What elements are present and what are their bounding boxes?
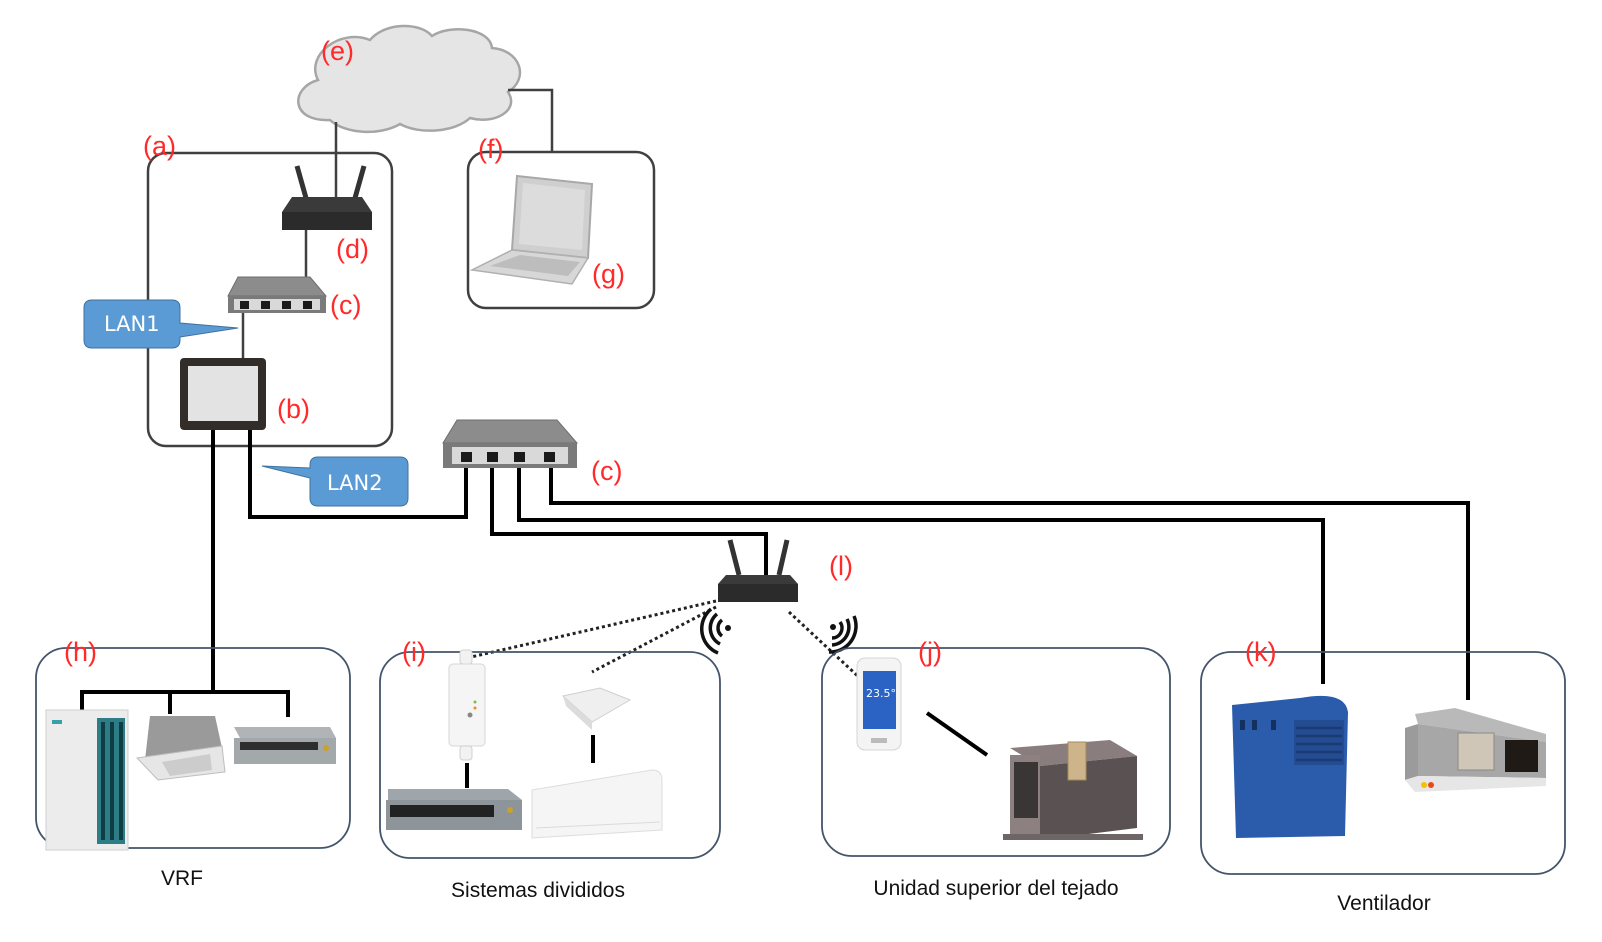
lan2-label: LAN2 — [327, 471, 383, 495]
label-f: (f) — [478, 134, 503, 164]
switch-icon — [227, 276, 328, 313]
ducted-split-unit-icon — [386, 789, 522, 830]
group-i-border — [379, 651, 721, 859]
wire-thermostat-rooftop — [925, 711, 989, 757]
cassette-unit-icon — [135, 716, 226, 781]
label-h: (h) — [64, 637, 97, 667]
interface-module-icon — [561, 687, 632, 730]
caption-split: Sistemas divididos — [451, 879, 625, 902]
lan1-label: LAN1 — [104, 312, 160, 336]
laptop-icon — [469, 174, 594, 285]
wall-split-unit-icon — [531, 769, 663, 839]
caption-rooftop: Unidad superior del tejado — [873, 877, 1118, 900]
label-i: (i) — [402, 637, 426, 667]
thermostat-icon: 23.5° — [856, 657, 902, 751]
label-c-inner: (c) — [330, 290, 361, 320]
wire-switch-ventilator-1 — [517, 468, 1325, 684]
air-handling-unit-icon — [1405, 708, 1546, 792]
group-f-border — [466, 150, 656, 310]
wifi-signal-icon — [828, 615, 858, 654]
group-h-border — [35, 647, 351, 849]
label-k: (k) — [1245, 637, 1276, 667]
rooftop-unit-icon — [1003, 740, 1143, 840]
vrf-bus — [80, 690, 290, 717]
wifi-adapter-icon — [448, 649, 486, 761]
wire-cloud-remote — [508, 88, 554, 152]
wireless-link-thermostat — [787, 610, 864, 682]
group-j-border — [821, 647, 1171, 857]
wire-switch-wifi-router — [490, 468, 768, 575]
blue-ventilator-icon — [1232, 695, 1348, 838]
cloud-icon — [297, 24, 522, 134]
caption-ventilator: Ventilador — [1337, 892, 1430, 915]
touch-panel-icon — [180, 358, 266, 430]
group-k-border — [1200, 651, 1566, 875]
ducted-unit-icon — [234, 727, 336, 764]
wireless-link-module — [591, 605, 717, 674]
label-e: (e) — [321, 36, 354, 66]
wire-switch-ventilator-2 — [549, 468, 1470, 700]
label-c-outer: (c) — [591, 456, 622, 486]
wire-panel-switch — [248, 430, 468, 519]
thermostat-reading: 23.5° — [866, 687, 896, 700]
label-g: (g) — [592, 259, 625, 289]
wireless-link-adapter — [470, 599, 717, 659]
caption-vrf: VRF — [161, 867, 203, 890]
wifi-signal-icon — [700, 607, 731, 655]
label-l: (l) — [829, 551, 853, 581]
label-d: (d) — [336, 234, 369, 264]
wiring — [211, 430, 1470, 700]
label-b: (b) — [277, 394, 310, 424]
wifi-router-icon — [718, 539, 798, 602]
vrf-outdoor-unit-icon — [45, 709, 129, 851]
label-j: (j) — [918, 637, 942, 667]
lan1-callout: LAN1 — [83, 299, 239, 349]
router-icon — [282, 165, 372, 230]
lan2-callout: LAN2 — [261, 456, 409, 507]
switch-icon — [442, 419, 579, 468]
label-a: (a) — [143, 131, 176, 161]
wireless-links — [470, 599, 864, 682]
